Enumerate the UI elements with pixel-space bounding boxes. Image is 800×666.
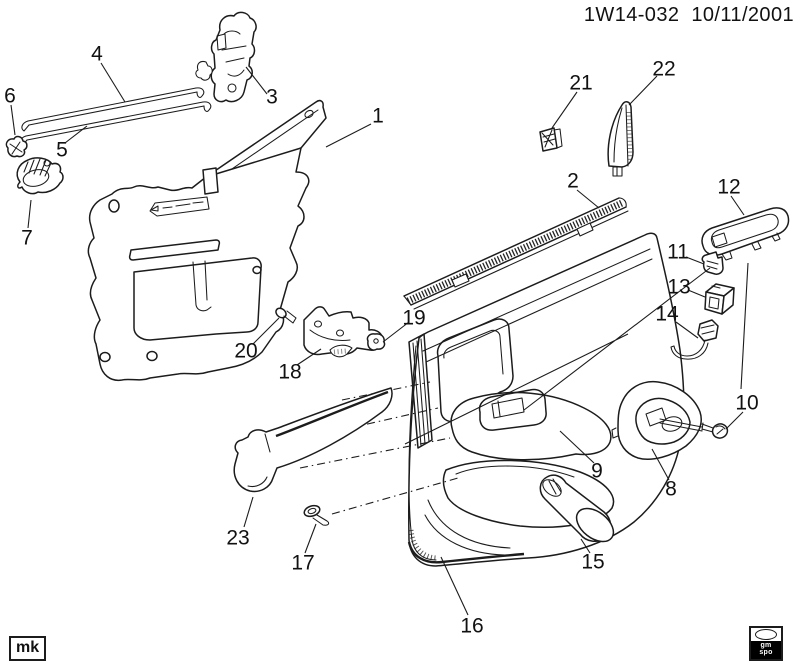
part-21-clip-drawing xyxy=(540,128,562,151)
callout-14: 14 xyxy=(655,302,679,326)
author-tag-box: mk xyxy=(9,636,47,661)
projection-lines xyxy=(405,263,748,444)
author-tag: mk xyxy=(16,639,40,657)
callout-9: 9 xyxy=(591,459,603,483)
callout-10: 10 xyxy=(735,391,759,415)
callout-19: 19 xyxy=(402,306,426,330)
callout-11: 11 xyxy=(667,240,689,264)
callout-12: 12 xyxy=(717,175,741,199)
part-22-applique-drawing xyxy=(608,102,633,176)
leader-lines xyxy=(11,63,744,615)
callout-7: 7 xyxy=(21,226,33,250)
drawing-header: 1W14-032 10/11/2001 xyxy=(584,4,794,27)
callout-8: 8 xyxy=(665,477,677,501)
part-23-insert-drawing xyxy=(234,388,392,491)
badge-oval-icon xyxy=(755,629,777,640)
part-7-inside-handle-drawing xyxy=(17,158,63,194)
badge-line1: gm xyxy=(760,642,772,649)
part-17-fastener-drawing xyxy=(303,504,329,525)
callout-16: 16 xyxy=(460,614,484,638)
callout-4: 4 xyxy=(91,42,103,66)
callout-23: 23 xyxy=(226,526,250,550)
part-14-connector-drawing xyxy=(671,320,718,359)
part-8-handle-bezel-drawing xyxy=(612,382,702,460)
drawing-date: 10/11/2001 xyxy=(691,4,794,26)
part-11-clip-drawing xyxy=(702,252,723,274)
part-16-trim-panel-drawing xyxy=(409,233,684,566)
drawing-number: 1W14-032 xyxy=(583,4,680,26)
badge-text: gm spo xyxy=(751,641,781,659)
part-19-nut-drawing xyxy=(367,334,384,350)
callout-17: 17 xyxy=(291,551,315,575)
part-4-5-lock-rods-drawing xyxy=(20,88,211,146)
callout-3: 3 xyxy=(266,85,278,109)
callout-21: 21 xyxy=(569,71,593,95)
callout-6: 6 xyxy=(4,84,16,108)
callout-5: 5 xyxy=(56,138,68,162)
callout-15: 15 xyxy=(581,550,605,574)
callout-1: 1 xyxy=(372,104,384,128)
part-1-water-deflector-drawing xyxy=(88,101,326,381)
callout-22: 22 xyxy=(652,57,676,81)
gm-spo-badge: gm spo xyxy=(749,626,783,661)
part-15-pull-cup-drawing xyxy=(540,475,620,548)
part-13-switch-drawing xyxy=(705,284,734,314)
badge-line2: spo xyxy=(759,649,773,656)
part-12-switch-plate-drawing xyxy=(702,208,789,260)
part-6-clip-drawing xyxy=(6,137,26,157)
callout-13: 13 xyxy=(667,275,691,299)
part-2-belt-weatherstrip-drawing xyxy=(404,198,628,309)
part-3-door-latch-drawing xyxy=(196,12,256,101)
part-20-screw-drawing xyxy=(274,306,296,323)
callout-18: 18 xyxy=(278,360,302,384)
callout-2: 2 xyxy=(567,169,579,193)
callout-20: 20 xyxy=(234,339,258,363)
